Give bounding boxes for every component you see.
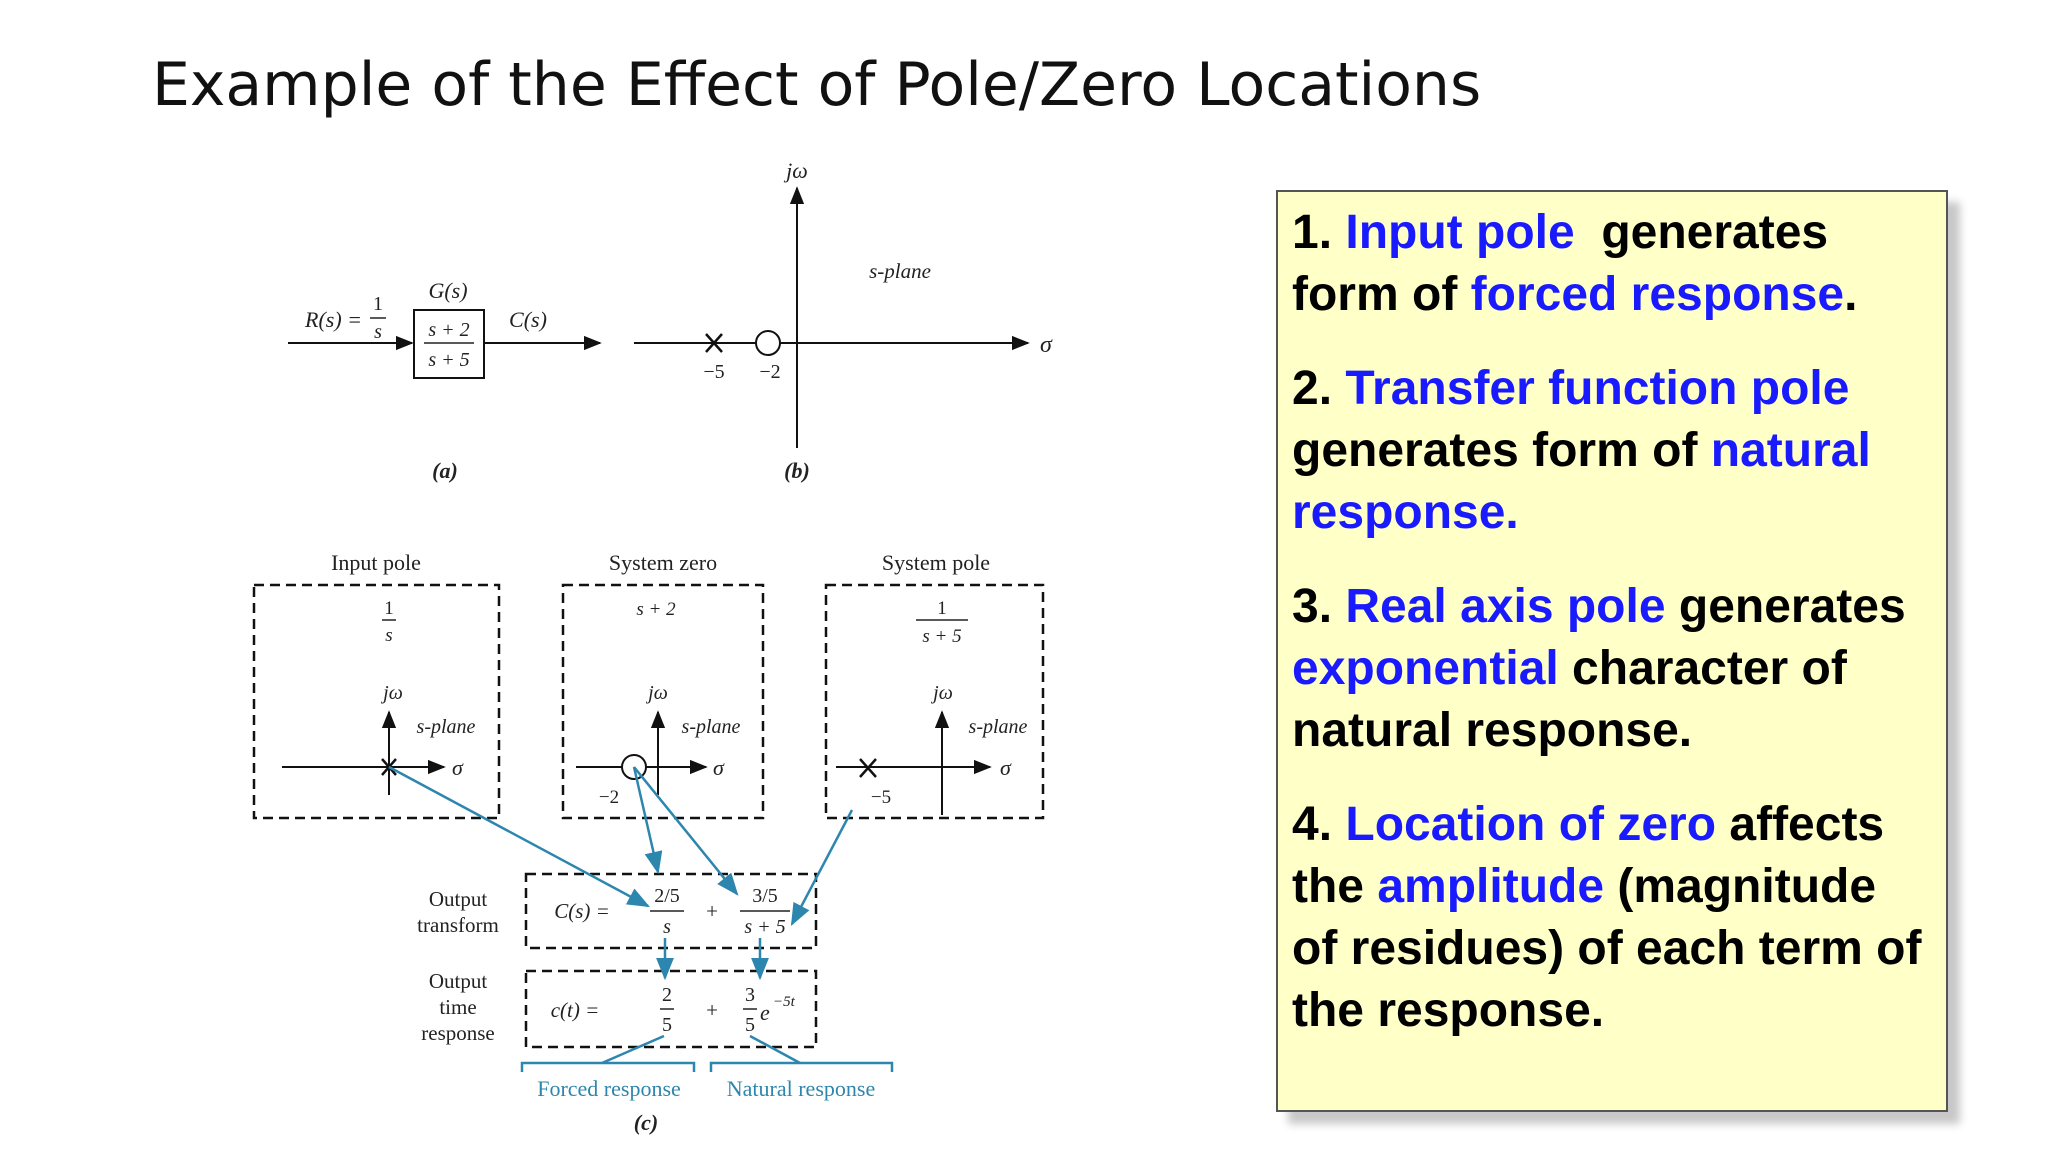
point-3-text-1: generates bbox=[1665, 580, 1906, 633]
plus-1: + bbox=[706, 899, 718, 923]
system-pole-box: System pole 1 s + 5 jω s-plane σ −5 bbox=[824, 550, 1045, 820]
point-2-text-1: generates form of bbox=[1292, 424, 1711, 477]
point-2: 2. Transfer function pole generates form… bbox=[1292, 358, 1932, 544]
input-pole-den: s bbox=[385, 625, 392, 646]
point-2-highlight-2: natural response. bbox=[1292, 424, 1871, 539]
output-time-label-1: Output bbox=[429, 969, 488, 993]
input-pole-jw: jω bbox=[380, 682, 403, 704]
output-label: C(s) bbox=[509, 307, 547, 332]
system-zero-plane: s-plane bbox=[682, 716, 741, 738]
input-numerator: 1 bbox=[373, 293, 383, 315]
pole-marker bbox=[705, 333, 723, 353]
term1-denominator: s bbox=[663, 916, 671, 938]
point-2-highlight-1: Transfer function pole bbox=[1345, 362, 1850, 415]
input-pole-plane: s-plane bbox=[417, 716, 476, 738]
point-4-highlight-2: amplitude bbox=[1377, 860, 1605, 913]
output-time-row: Output time response c(t) = 2 5 + 3 5 e … bbox=[421, 969, 818, 1049]
tick-pole: −5 bbox=[703, 361, 724, 383]
key-points-box: 1. Input pole generates form of forced r… bbox=[1276, 190, 1948, 1112]
s-plane-b: jω σ s-plane −5 −2 (b) bbox=[634, 158, 1053, 483]
output-time-label-3: response bbox=[421, 1021, 494, 1045]
point-3-number: 3. bbox=[1292, 580, 1346, 633]
point-1-highlight-2: forced response bbox=[1470, 268, 1845, 321]
system-pole-den: s + 5 bbox=[922, 626, 961, 647]
point-3-text-2: character of natural response. bbox=[1292, 642, 1847, 757]
input-pole-box: Input pole 1 s jω s-plane σ bbox=[252, 550, 501, 820]
input-pole-sigma: σ bbox=[452, 755, 464, 780]
sigma-label: σ bbox=[1040, 332, 1053, 358]
point-1: 1. Input pole generates form of forced r… bbox=[1292, 202, 1932, 326]
input-label: R(s) = bbox=[304, 307, 362, 332]
point-2-number: 2. bbox=[1292, 362, 1346, 415]
caption-a: (a) bbox=[432, 458, 458, 483]
plus-2: + bbox=[706, 998, 718, 1022]
block-diagram: R(s) = 1 s G(s) s + 2 s + 5 C(s) (a) bbox=[288, 278, 602, 483]
system-pole-tick: −5 bbox=[871, 787, 891, 808]
term2-numerator: 3/5 bbox=[752, 885, 778, 907]
pole-zero-figure: R(s) = 1 s G(s) s + 2 s + 5 C(s) (a) jω … bbox=[252, 158, 1053, 1135]
system-pole-num: 1 bbox=[937, 598, 947, 619]
jw-label: jω bbox=[783, 158, 808, 183]
term2-denominator: s + 5 bbox=[744, 916, 785, 938]
system-zero-tick: −2 bbox=[599, 787, 619, 808]
point-1-text-1: generates form of bbox=[1292, 206, 1842, 321]
system-zero-title: System zero bbox=[609, 550, 717, 575]
mapping-arrows bbox=[388, 765, 854, 1065]
term1-numerator: 2/5 bbox=[654, 885, 680, 907]
point-1-number: 1. bbox=[1292, 206, 1346, 259]
system-pole-jw: jω bbox=[930, 682, 953, 704]
point-4-text-2: (magnitude of residues) of each term of … bbox=[1292, 860, 1922, 1037]
t2-numerator: 3 bbox=[745, 984, 755, 1006]
output-time-label-2: time bbox=[439, 995, 476, 1019]
output-transform-label-2: transform bbox=[417, 913, 499, 937]
block-numerator: s + 2 bbox=[428, 319, 469, 341]
system-pole-title: System pole bbox=[882, 550, 990, 575]
point-4: 4. Location of zero affects the amplitud… bbox=[1292, 794, 1932, 1042]
point-3: 3. Real axis pole generates exponential … bbox=[1292, 576, 1932, 762]
t1-numerator: 2 bbox=[662, 984, 672, 1006]
block-denominator: s + 5 bbox=[428, 349, 469, 371]
system-zero-jw: jω bbox=[645, 682, 668, 704]
point-3-highlight-2: exponential bbox=[1292, 642, 1559, 695]
tick-zero: −2 bbox=[759, 361, 780, 383]
system-pole-plane: s-plane bbox=[969, 716, 1028, 738]
output-transform-row: Output transform C(s) = 2/5 s + 3/5 s + … bbox=[417, 872, 818, 950]
point-1-text-2: . bbox=[1844, 268, 1858, 321]
input-denominator: s bbox=[374, 321, 382, 343]
response-brackets bbox=[520, 1061, 894, 1072]
point-4-number: 4. bbox=[1292, 798, 1346, 851]
point-4-text-1: affects the bbox=[1292, 798, 1885, 913]
caption-b: (b) bbox=[784, 458, 810, 483]
s-plane-label: s-plane bbox=[869, 259, 931, 283]
slide-title: Example of the Effect of Pole/Zero Locat… bbox=[152, 50, 1482, 120]
system-pole-sigma: σ bbox=[1000, 755, 1012, 780]
ct-label: c(t) = bbox=[551, 998, 600, 1022]
block-label: G(s) bbox=[428, 278, 467, 303]
input-pole-title: Input pole bbox=[331, 550, 421, 575]
t2-denominator: 5 bbox=[745, 1014, 755, 1036]
input-pole-num: 1 bbox=[384, 598, 394, 619]
system-zero-expr: s + 2 bbox=[636, 599, 676, 620]
point-4-highlight-1: Location of zero bbox=[1345, 798, 1717, 851]
point-1-highlight-1: Input pole bbox=[1345, 206, 1575, 259]
caption-c: (c) bbox=[634, 1110, 658, 1135]
output-transform-label-1: Output bbox=[429, 887, 488, 911]
exp-base: e bbox=[760, 1000, 770, 1025]
zero-marker bbox=[755, 330, 781, 356]
cs-label: C(s) = bbox=[554, 899, 610, 923]
point-3-highlight-1: Real axis pole bbox=[1345, 580, 1666, 633]
system-zero-box: System zero s + 2 jω s-plane σ −2 bbox=[561, 550, 765, 820]
natural-response-label: Natural response bbox=[727, 1076, 875, 1101]
forced-response-label: Forced response bbox=[537, 1076, 681, 1101]
t1-denominator: 5 bbox=[662, 1014, 672, 1036]
decomposition-c: Input pole 1 s jω s-plane σ System zero … bbox=[252, 550, 1045, 1135]
system-zero-sigma: σ bbox=[713, 755, 725, 780]
exp-power: −5t bbox=[773, 994, 796, 1010]
